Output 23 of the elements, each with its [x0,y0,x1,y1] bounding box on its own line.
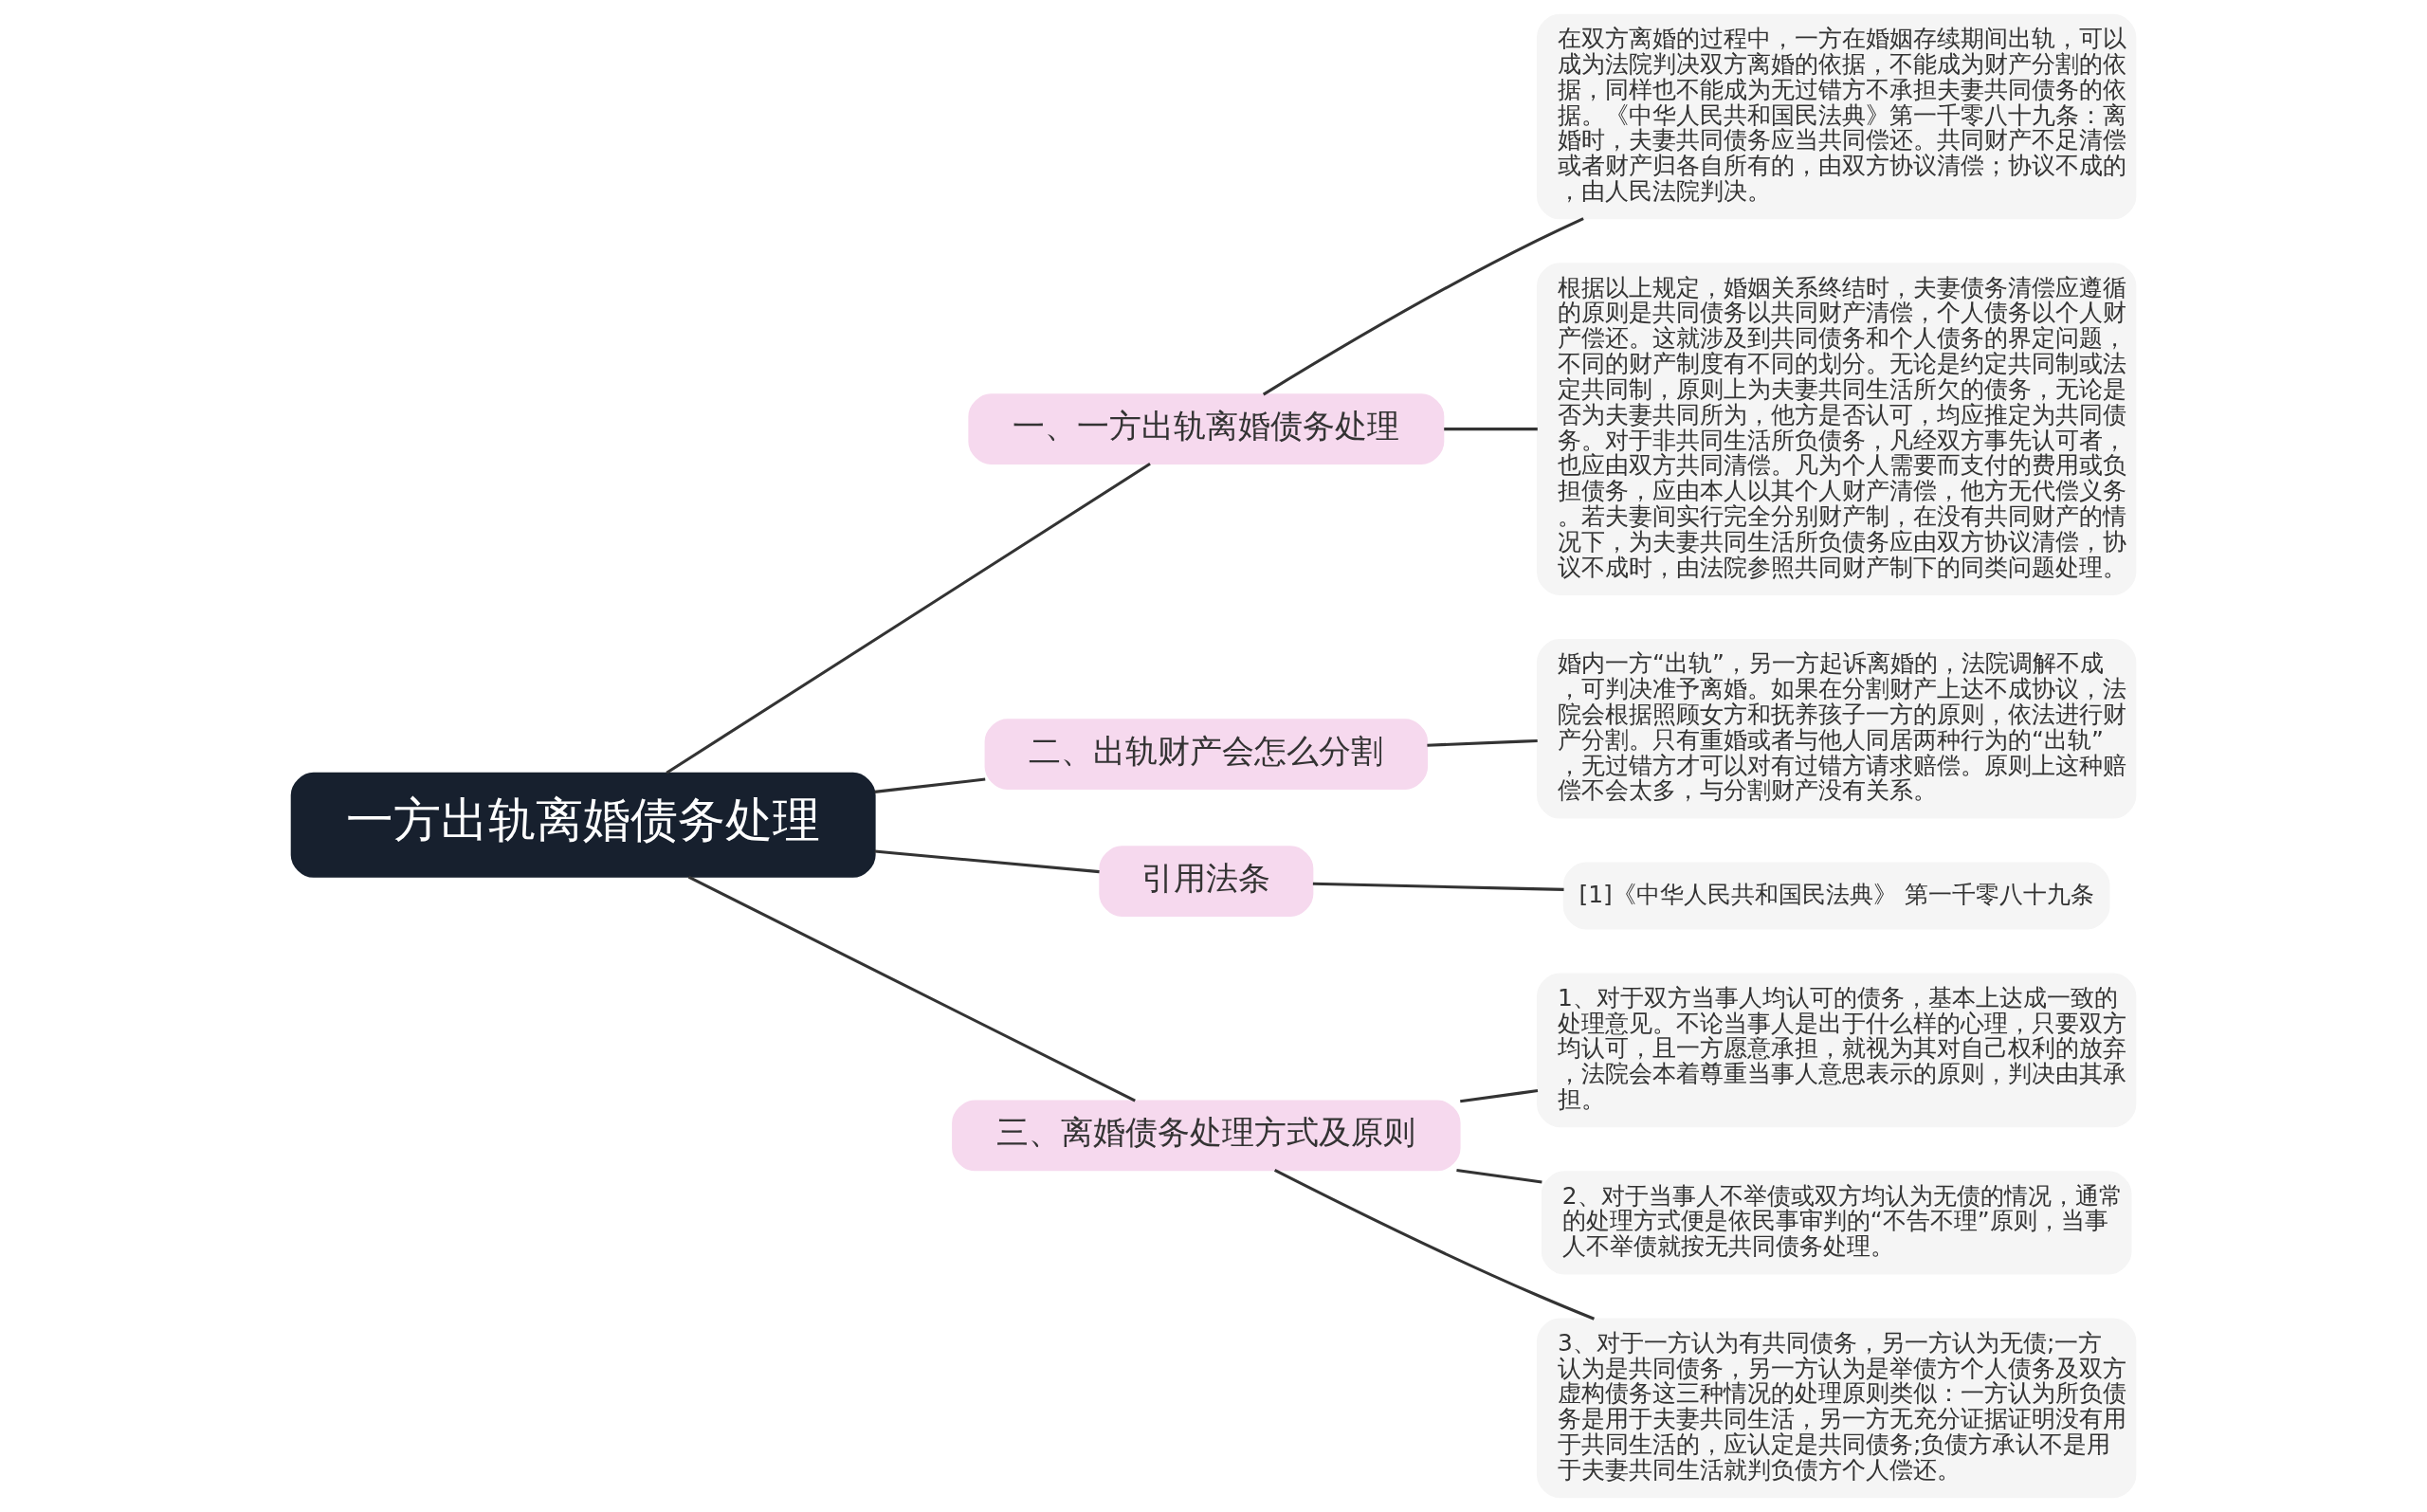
node-box: 婚内一方“出轨”，另一方起诉离婚的，法院调解不成，可判决准予离婚。如果在分割财产上达不成协议，法院会根据照顾女方和抚养孩子一方的原则，依法进行财产分割。只有重婚或者与他人同居两种行为的“出轨”，无过错方才可以对有过错方请求赔偿。原则上这种赔偿不会太多，与分割财产没有关系。 [1537,638,2137,819]
connector [687,875,1136,1102]
connector [874,849,1100,874]
node-box: 在双方离婚的过程中，一方在婚姻存续期间出轨，可以成为法院判决双方离婚的依据，不能成为财产分割的依据，同样也不能成为无过错方不承担夫妻共同债务的依据。《中华人民共和国民法典》第一千零八十九条：离婚时，夫妻共同债务应当共同偿还。共同财产不足清偿或者财产归各自所有的，由双方协议清偿；协议不成的，由人民法院判决。 [1537,13,2137,220]
connector [874,777,986,793]
node-box: 引用法条 [1099,846,1314,918]
node-box: 一方出轨离婚债务处理 [290,772,876,878]
connector [1460,1089,1539,1103]
connector [1273,1169,1596,1321]
node-box: [1]《中华人民共和国民法典》 第一千零八十九条 [1562,862,2110,930]
node-box: 根据以上规定，婚姻关系终结时，夫妻债务清偿应遵循的原则是共同债务以共同财产清偿，个人债务以个人财产偿还。这就涉及到共同债务和个人债务的界定问题，不同的财产制度有不同的划分。无论是约定共同制或法定共同制，原则上为夫妻共同生活所欠的债务，无论是否为夫妻共同所为，他方是否认可，均应推定为共同债务。对于非共同生活所负债务，凡经双方事先认可者，也应由双方共同清偿。凡为个人需要而支付的费用或负担债务，应由本人以其个人财产清偿，他方无代偿义务。若夫妻间实行完全分别财产制，在没有共同财产的情况下，为夫妻共同生活所负债务应由双方协议清偿，协议不成时，由法院参照共同财产制下的同类问题处理。 [1537,263,2137,595]
node-box: 二、出轨财产会怎么分割 [984,719,1429,790]
node-box: 三、离婚债务处理方式及原则 [952,1100,1461,1172]
connector [1262,217,1584,396]
node-box: 1、对于双方当事人均认可的债务，基本上达成一致的处理意见。不论当事人是出于什么样的心理，只要双方均认可，且一方愿意承担，就视为其对自己权利的放弃，法院会本着尊重当事人意思表示的原则，判决由其承担。 [1537,973,2137,1128]
node-box: 2、对于当事人不举债或双方均认为无债的情况，通常的处理方式便是依民事审判的“不告不理”原则，当事人不举债就按无共同债务处理。 [1541,1171,2132,1275]
node-box: 3、对于一方认为有共同债务，另一方认为无债;一方认为是共同债务，另一方认为是举债方个人债务及双方虚构债务这三种情况的处理原则类似：一方认为所负债务是用于夫妻共同生活，另一方无充分证据证明没有用于共同生活的，应认定是共同债务;负债方承认不是用于夫妻共同生活就判负债方个人偿还。 [1537,1318,2137,1499]
node-box: 一、一方出轨离婚债务处理 [968,393,1445,465]
connector [1456,1168,1542,1184]
connector [1312,882,1564,891]
connector [666,463,1151,774]
connector [1427,738,1538,747]
connector [1444,428,1538,431]
